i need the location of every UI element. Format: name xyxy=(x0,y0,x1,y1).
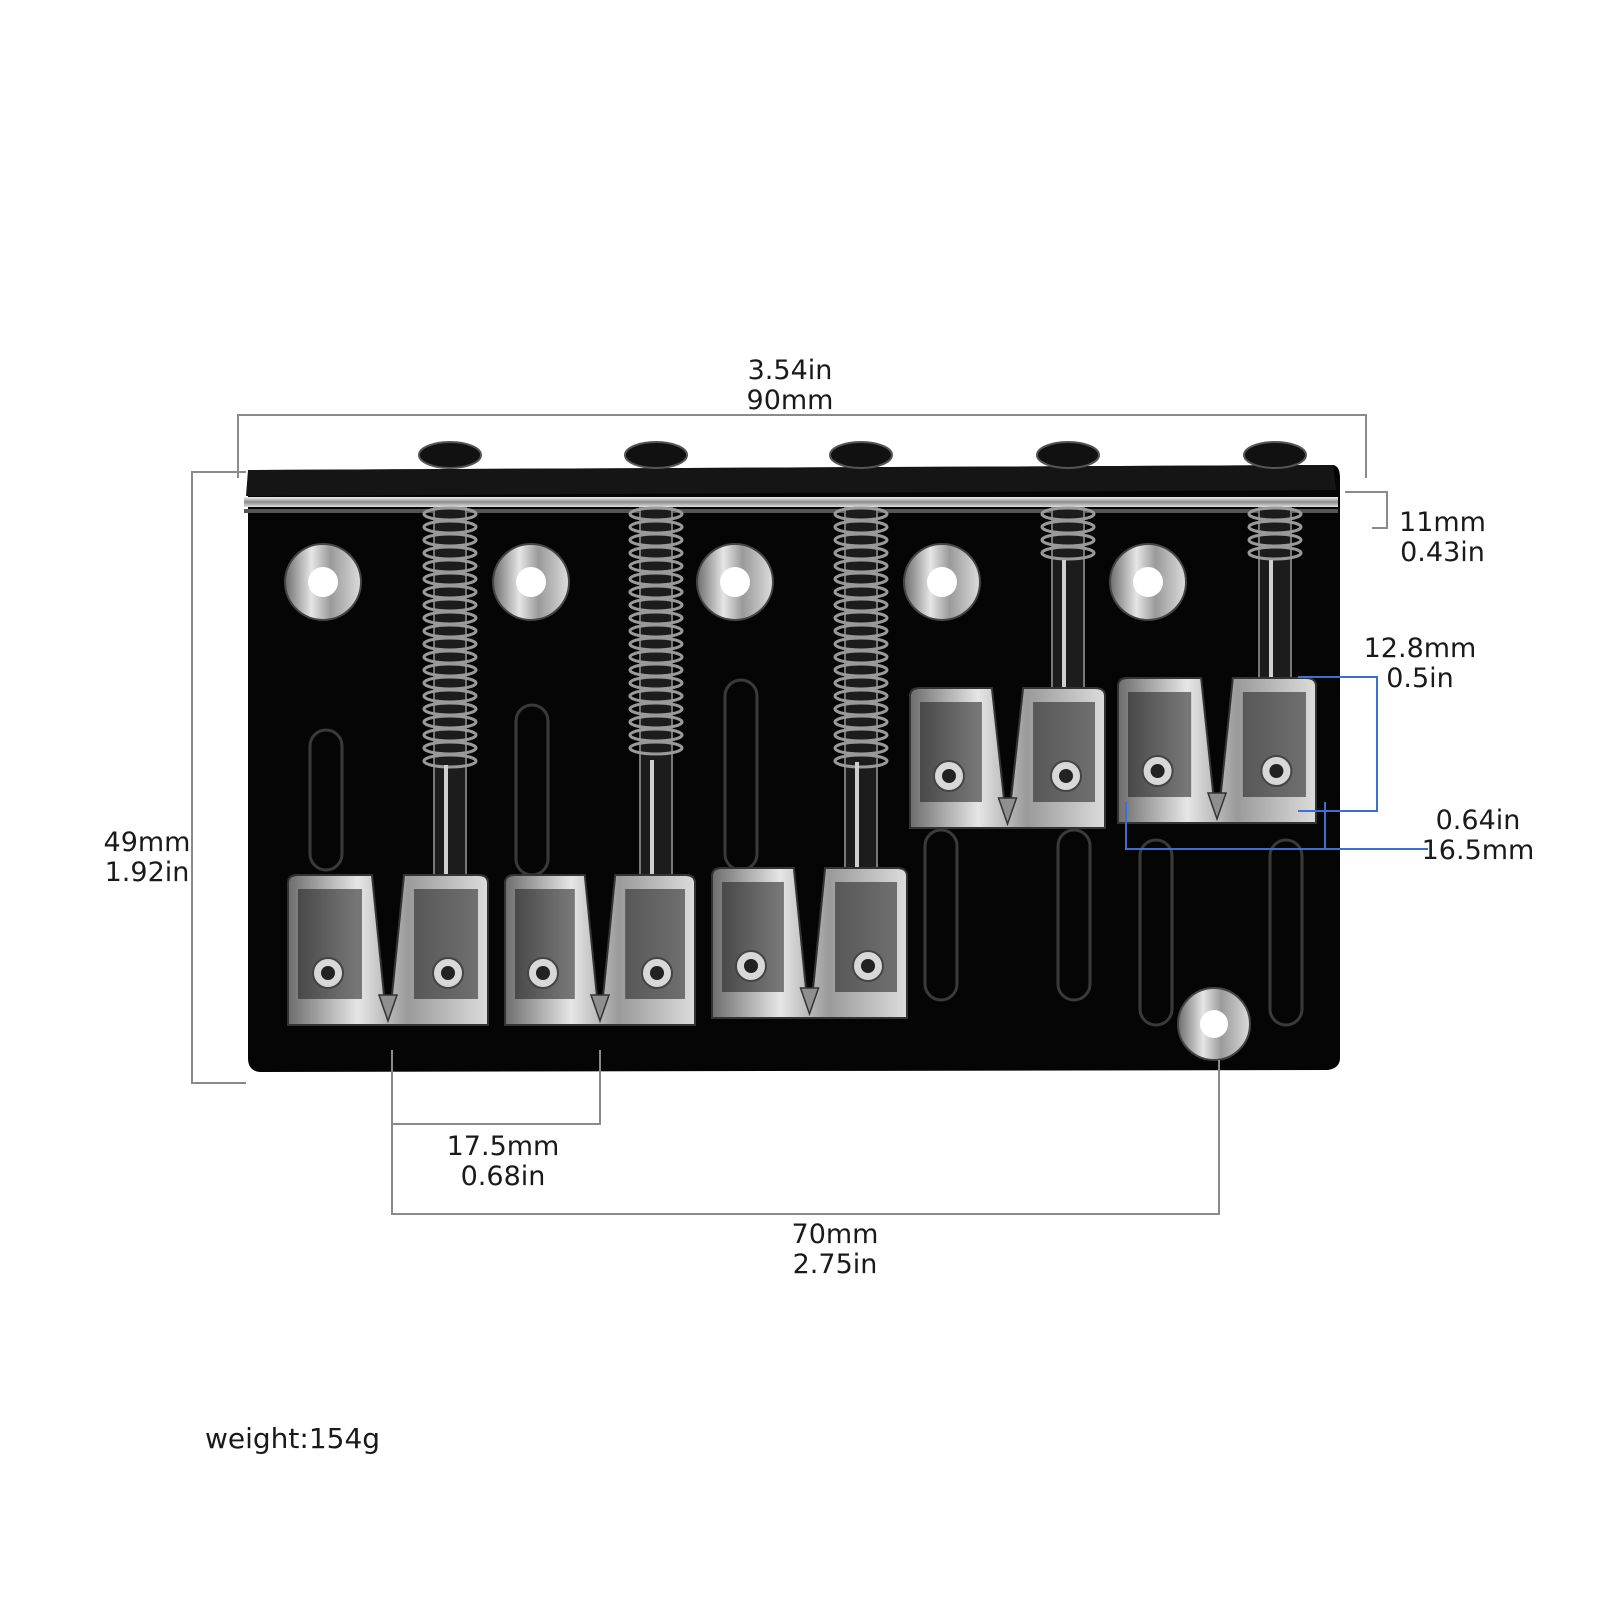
height-mm: 49mm xyxy=(103,827,191,858)
weight-label: weight:154g xyxy=(205,1422,381,1455)
saddle-height-label: 12.8mm 0.5in xyxy=(1360,634,1480,694)
base-thickness-in: 0.43in xyxy=(1400,537,1485,568)
base-thickness-label: 11mm 0.43in xyxy=(1390,508,1495,568)
width-label: 3.54in 90mm xyxy=(730,356,850,416)
dimension-lines xyxy=(191,414,1388,1215)
plate-slots xyxy=(308,678,1304,1027)
saddle-width-label: 0.64in 16.5mm xyxy=(1418,806,1538,866)
saddle-5 xyxy=(1117,677,1317,824)
width-in: 3.54in xyxy=(747,355,833,386)
saddle-1 xyxy=(287,874,489,1026)
base-thickness-mm: 11mm xyxy=(1399,507,1486,538)
spring-1 xyxy=(422,506,478,881)
mount-spacing-label: 70mm 2.75in xyxy=(775,1220,895,1280)
width-mm: 90mm xyxy=(746,385,834,416)
saddle-2 xyxy=(504,874,696,1026)
saddles xyxy=(287,677,1317,1026)
saddle-dimension-lines xyxy=(1125,676,1428,850)
mount-spacing-in: 2.75in xyxy=(792,1249,878,1280)
intonation-springs xyxy=(422,506,1303,881)
spring-3 xyxy=(833,506,889,871)
string-spacing-mm: 17.5mm xyxy=(446,1131,560,1162)
saddle-3 xyxy=(711,867,908,1019)
height-in: 1.92in xyxy=(104,857,190,888)
saddle-height-in: 0.5in xyxy=(1386,663,1454,694)
top-screw-heads xyxy=(418,441,1307,469)
height-label: 49mm 1.92in xyxy=(92,828,202,888)
spring-4 xyxy=(1040,506,1096,691)
string-spacing-label: 17.5mm 0.68in xyxy=(438,1132,568,1192)
saddle-width-mm: 16.5mm xyxy=(1421,835,1535,866)
mounting-holes xyxy=(284,543,1251,1061)
saddle-width-in: 0.64in xyxy=(1435,805,1521,836)
saddle-4 xyxy=(909,687,1106,829)
spring-5 xyxy=(1247,506,1303,691)
saddle-height-mm: 12.8mm xyxy=(1363,633,1477,664)
string-spacing-in: 0.68in xyxy=(460,1161,546,1192)
mount-spacing-mm: 70mm xyxy=(791,1219,879,1250)
